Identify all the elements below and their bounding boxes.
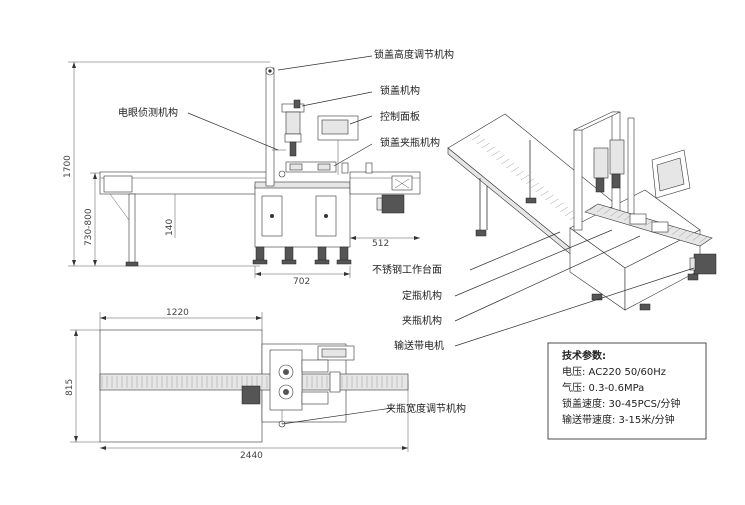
isometric-view <box>447 111 717 311</box>
callout-labels: 锁盖高度调节机构 锁盖机构 控制面板 锁盖夹瓶机构 电眼侦测机构 不锈钢工作台面… <box>118 48 466 415</box>
label-cap-mechanism: 锁盖机构 <box>380 84 420 97</box>
dim-1220-text: 1220 <box>166 308 189 318</box>
dim-702-text: 702 <box>293 277 310 287</box>
label-steel-table: 不锈钢工作台面 <box>372 263 442 276</box>
label-clamp-bottle: 夹瓶机构 <box>402 314 442 327</box>
dim-2440-text: 2440 <box>240 451 263 461</box>
label-fix-bottle: 定瓶机构 <box>402 289 442 302</box>
spec-row-voltage: 电压: AC220 50/60Hz <box>562 365 666 378</box>
leader-lines <box>187 55 695 425</box>
label-cap-height-adjust: 锁盖高度调节机构 <box>374 48 454 61</box>
spec-row-cap-speed: 锁盖速度: 30-45PCS/分钟 <box>562 397 680 410</box>
dim-1700-text: 1700 <box>63 155 73 178</box>
dim-730-800-text: 730-800 <box>84 208 94 246</box>
spec-row-conveyor-speed: 输送带速度: 3-15米/分钟 <box>562 413 675 426</box>
dim-815: 815 <box>65 329 100 443</box>
dim-815-text: 815 <box>65 379 75 396</box>
dim-140: 140 <box>165 193 176 238</box>
spec-row-pressure: 气压: 0.3-0.6MPa <box>562 381 644 394</box>
dim-1700: 1700 <box>63 61 270 267</box>
spec-title: 技术参数: <box>562 349 606 362</box>
dim-512-text: 512 <box>372 239 389 249</box>
label-conveyor-motor: 输送带电机 <box>394 339 444 352</box>
dim-730-800: 730-800 <box>84 172 100 266</box>
label-eye-detect: 电眼侦测机构 <box>118 106 178 119</box>
label-cap-clamp: 锁盖夹瓶机构 <box>380 136 440 149</box>
dim-2440: 2440 <box>100 380 409 461</box>
dim-702: 702 <box>254 266 351 287</box>
label-clamp-width-adjust: 夹瓶宽度调节机构 <box>386 402 466 415</box>
spec-box: 技术参数: 电压: AC220 50/60Hz 气压: 0.3-0.6MPa 锁… <box>547 342 707 440</box>
top-view: 1220 815 2440 <box>65 308 409 461</box>
front-view: 1700 730-800 140 <box>63 61 421 287</box>
dim-140-text: 140 <box>165 219 175 236</box>
dim-512: 512 <box>350 236 420 249</box>
label-control-panel: 控制面板 <box>380 110 420 123</box>
dim-1220: 1220 <box>99 308 263 330</box>
conveyor-chain-top <box>101 376 403 388</box>
